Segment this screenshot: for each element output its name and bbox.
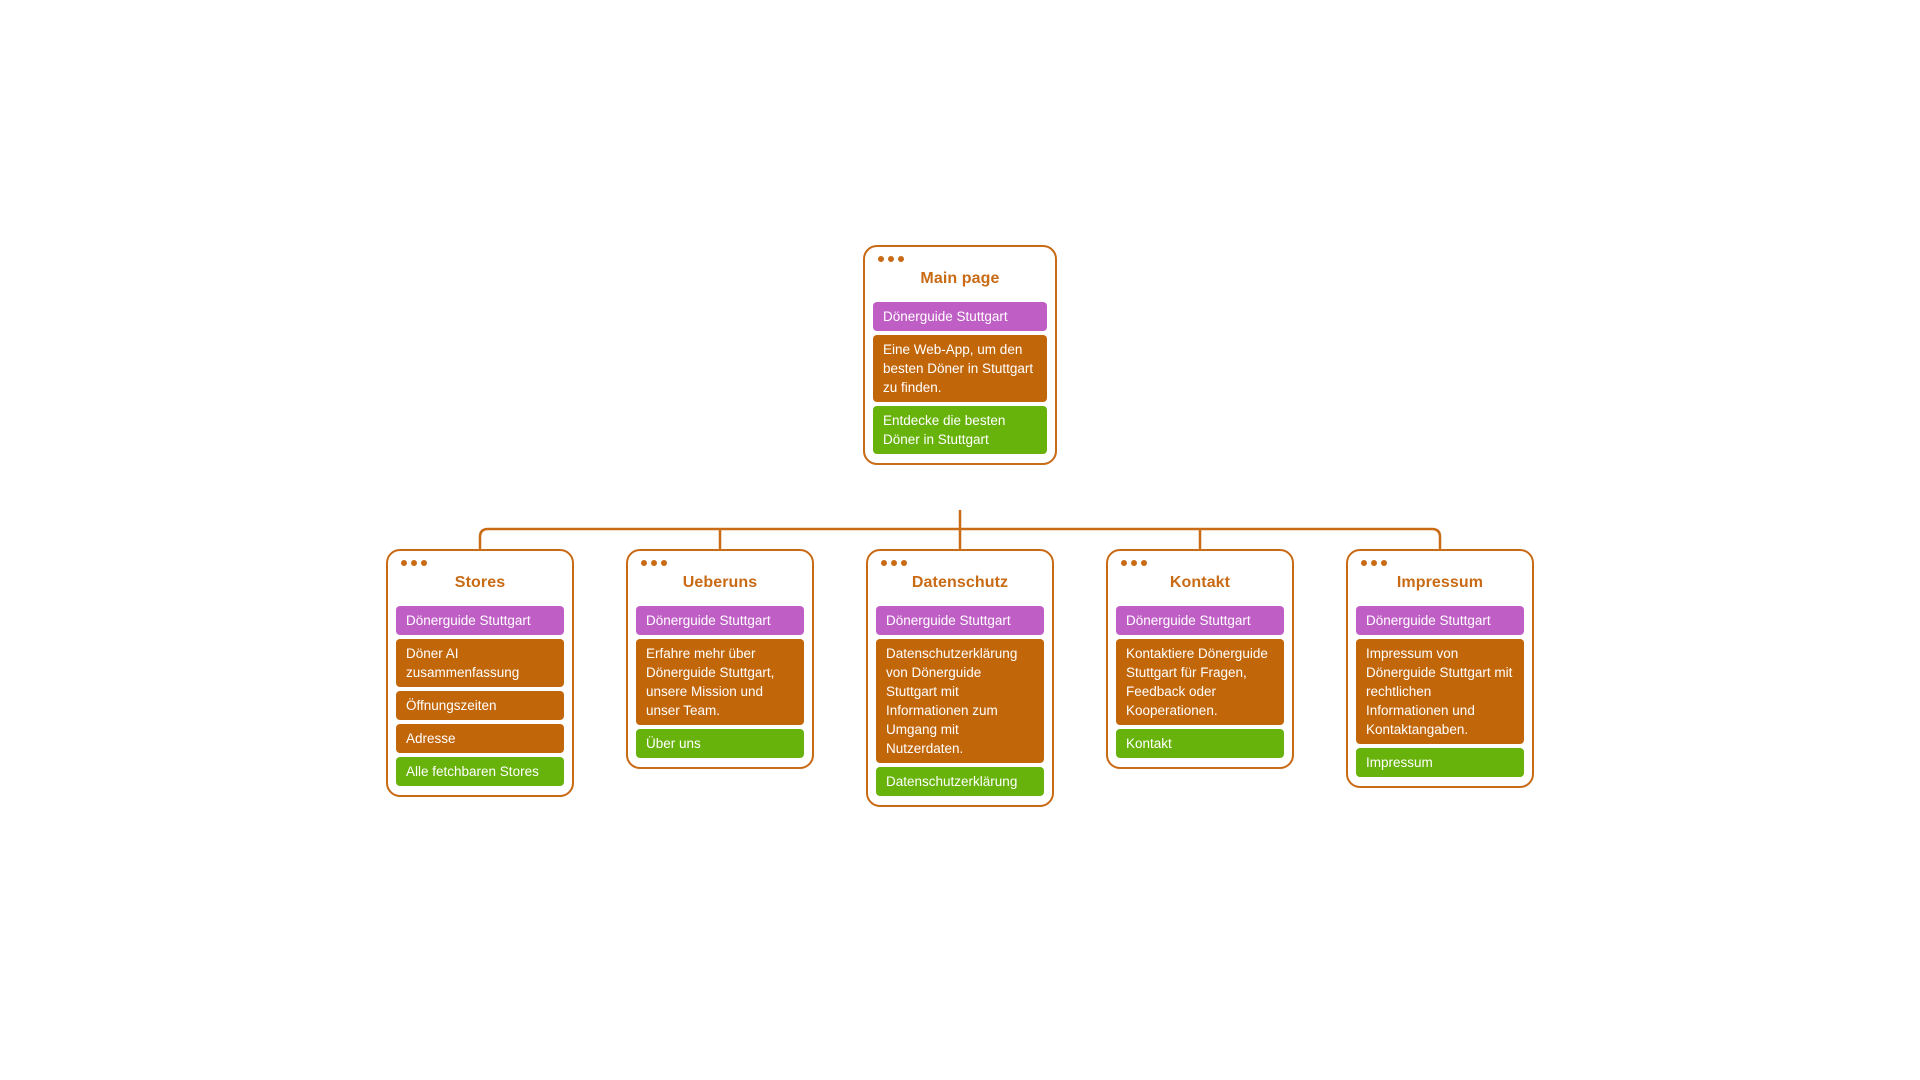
node-text-block-orange[interactable]: Adresse — [396, 724, 564, 753]
node-menu-dots-icon[interactable] — [1356, 558, 1524, 568]
node-text-block-green[interactable]: Entdecke die besten Döner in Stuttgart — [873, 406, 1047, 454]
node-text-block-orange[interactable]: Kontaktiere Dönerguide Stuttgart für Fra… — [1116, 639, 1284, 725]
node-text-block-green[interactable]: Impressum — [1356, 748, 1524, 777]
node-title: Datenschutz — [911, 574, 1009, 591]
node-text-block-orange[interactable]: Erfahre mehr über Dönerguide Stuttgart, … — [636, 639, 804, 725]
node-text-block-orange[interactable]: Impressum von Dönerguide Stuttgart mit r… — [1356, 639, 1524, 744]
node-menu-dots-icon[interactable] — [636, 558, 804, 568]
node-text-block-purple[interactable]: Dönerguide Stuttgart — [1356, 606, 1524, 635]
node-text-block-purple[interactable]: Dönerguide Stuttgart — [636, 606, 804, 635]
node-menu-dots-icon[interactable] — [873, 254, 1047, 264]
node-title: Main page — [920, 270, 1000, 287]
node-text-block-orange[interactable]: Eine Web-App, um den besten Döner in Stu… — [873, 335, 1047, 402]
node-title: Stores — [454, 574, 506, 591]
node-title: Impressum — [1396, 574, 1484, 591]
node-text-block-green[interactable]: Über uns — [636, 729, 804, 758]
node-text-block-purple[interactable]: Dönerguide Stuttgart — [396, 606, 564, 635]
node-menu-dots-icon[interactable] — [876, 558, 1044, 568]
node-text-block-orange[interactable]: Döner AI zusammenfassung — [396, 639, 564, 687]
node-text-block-orange[interactable]: Datenschutzerklärung von Dönerguide Stut… — [876, 639, 1044, 763]
node-text-block-green[interactable]: Kontakt — [1116, 729, 1284, 758]
node-title: Kontakt — [1169, 574, 1231, 591]
node-text-block-green[interactable]: Datenschutzerklärung — [876, 767, 1044, 796]
node-text-block-purple[interactable]: Dönerguide Stuttgart — [873, 302, 1047, 331]
node-title: Ueberuns — [682, 574, 758, 591]
node-text-block-purple[interactable]: Dönerguide Stuttgart — [1116, 606, 1284, 635]
node-menu-dots-icon[interactable] — [396, 558, 564, 568]
node-text-block-purple[interactable]: Dönerguide Stuttgart — [876, 606, 1044, 635]
node-menu-dots-icon[interactable] — [1116, 558, 1284, 568]
node-text-block-orange[interactable]: Öffnungszeiten — [396, 691, 564, 720]
node-text-block-green[interactable]: Alle fetchbaren Stores — [396, 757, 564, 786]
